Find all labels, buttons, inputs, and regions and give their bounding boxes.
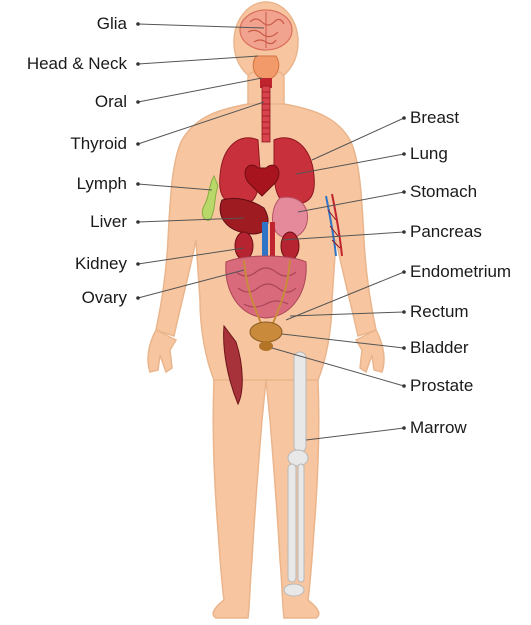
label-head-neck: Head & Neck: [27, 54, 127, 74]
label-rectum: Rectum: [410, 302, 469, 322]
left-leg: [213, 380, 266, 618]
label-prostate: Prostate: [410, 376, 473, 396]
label-stomach: Stomach: [410, 182, 477, 202]
bladder-organ: [250, 322, 282, 342]
leader-oral: [138, 78, 262, 102]
left-hand: [148, 330, 176, 372]
label-marrow: Marrow: [410, 418, 467, 438]
label-pancreas: Pancreas: [410, 222, 482, 242]
label-lung: Lung: [410, 144, 448, 164]
label-glia: Glia: [97, 14, 127, 34]
label-bladder: Bladder: [410, 338, 469, 358]
right-hand: [356, 330, 384, 372]
trachea: [262, 86, 270, 142]
label-lymph: Lymph: [77, 174, 127, 194]
prostate-organ: [259, 341, 273, 351]
brain-organ: [240, 10, 292, 50]
label-liver: Liver: [90, 212, 127, 232]
label-endometrium: Endometrium: [410, 262, 511, 282]
label-kidney: Kidney: [75, 254, 127, 274]
leader-marrow: [306, 428, 404, 440]
label-thyroid: Thyroid: [70, 134, 127, 154]
label-ovary: Ovary: [82, 288, 127, 308]
label-breast: Breast: [410, 108, 459, 128]
label-oral: Oral: [95, 92, 127, 112]
